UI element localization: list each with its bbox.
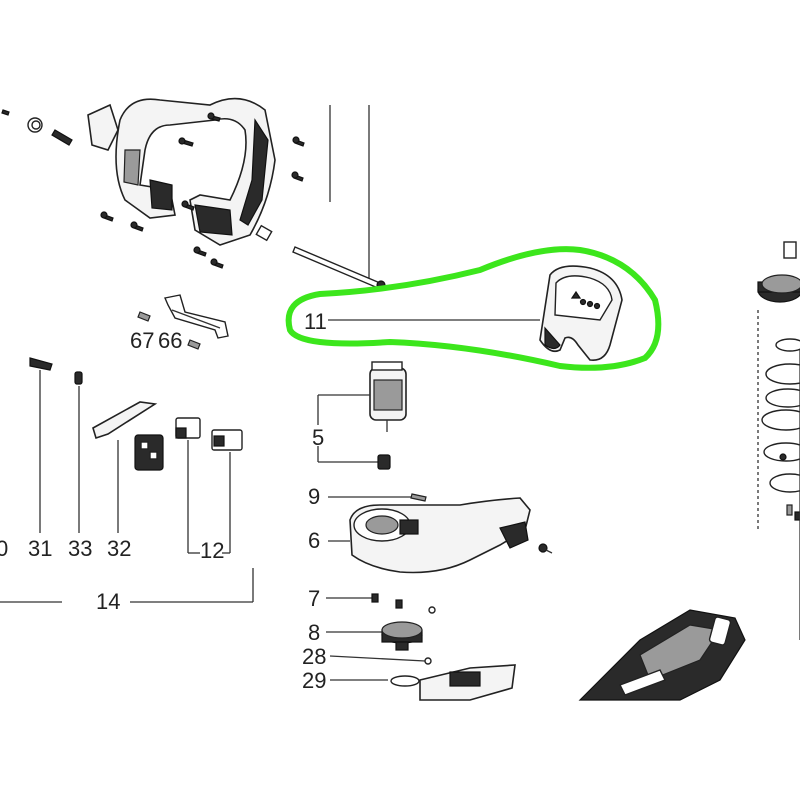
housing-lower-part	[390, 664, 516, 701]
screw-part	[1, 109, 305, 269]
pin-part	[74, 371, 83, 533]
handle-frame-part	[27, 97, 276, 246]
callout-label-9: 9	[308, 484, 321, 509]
highlight-outline	[285, 246, 662, 371]
rod-part	[292, 246, 386, 290]
callout-label-11: 11	[304, 309, 327, 334]
motor-part	[317, 361, 407, 463]
grip-cover-part	[539, 265, 623, 362]
callout-label-14: 14	[96, 589, 121, 614]
trimmer-head-part	[578, 609, 746, 701]
callout-label-66: 66	[158, 328, 183, 353]
gear-part	[757, 241, 800, 521]
callout-label-6: 6	[308, 528, 321, 553]
screw-part	[410, 493, 427, 502]
switch-part	[92, 401, 243, 554]
callout-label-33: 33	[68, 536, 93, 561]
callout-label-32: 32	[107, 536, 132, 561]
callout-label-0: 0	[0, 536, 9, 561]
callout-label-12: 12	[200, 538, 225, 563]
gear-part	[381, 621, 423, 651]
pinion-part	[377, 454, 391, 470]
callout-label-28: 28	[302, 644, 327, 669]
callout-label-29: 29	[302, 668, 327, 693]
callout-label-5: 5	[312, 425, 325, 450]
callout-label-8: 8	[308, 620, 321, 645]
callout-label-67: 67	[130, 328, 155, 353]
gearbox-housing-part	[349, 497, 553, 574]
callout-label-31: 31	[28, 536, 53, 561]
callout-label-7: 7	[308, 586, 321, 611]
lever-part	[29, 357, 53, 533]
bracket-part	[137, 294, 229, 350]
screw-part	[371, 593, 436, 614]
